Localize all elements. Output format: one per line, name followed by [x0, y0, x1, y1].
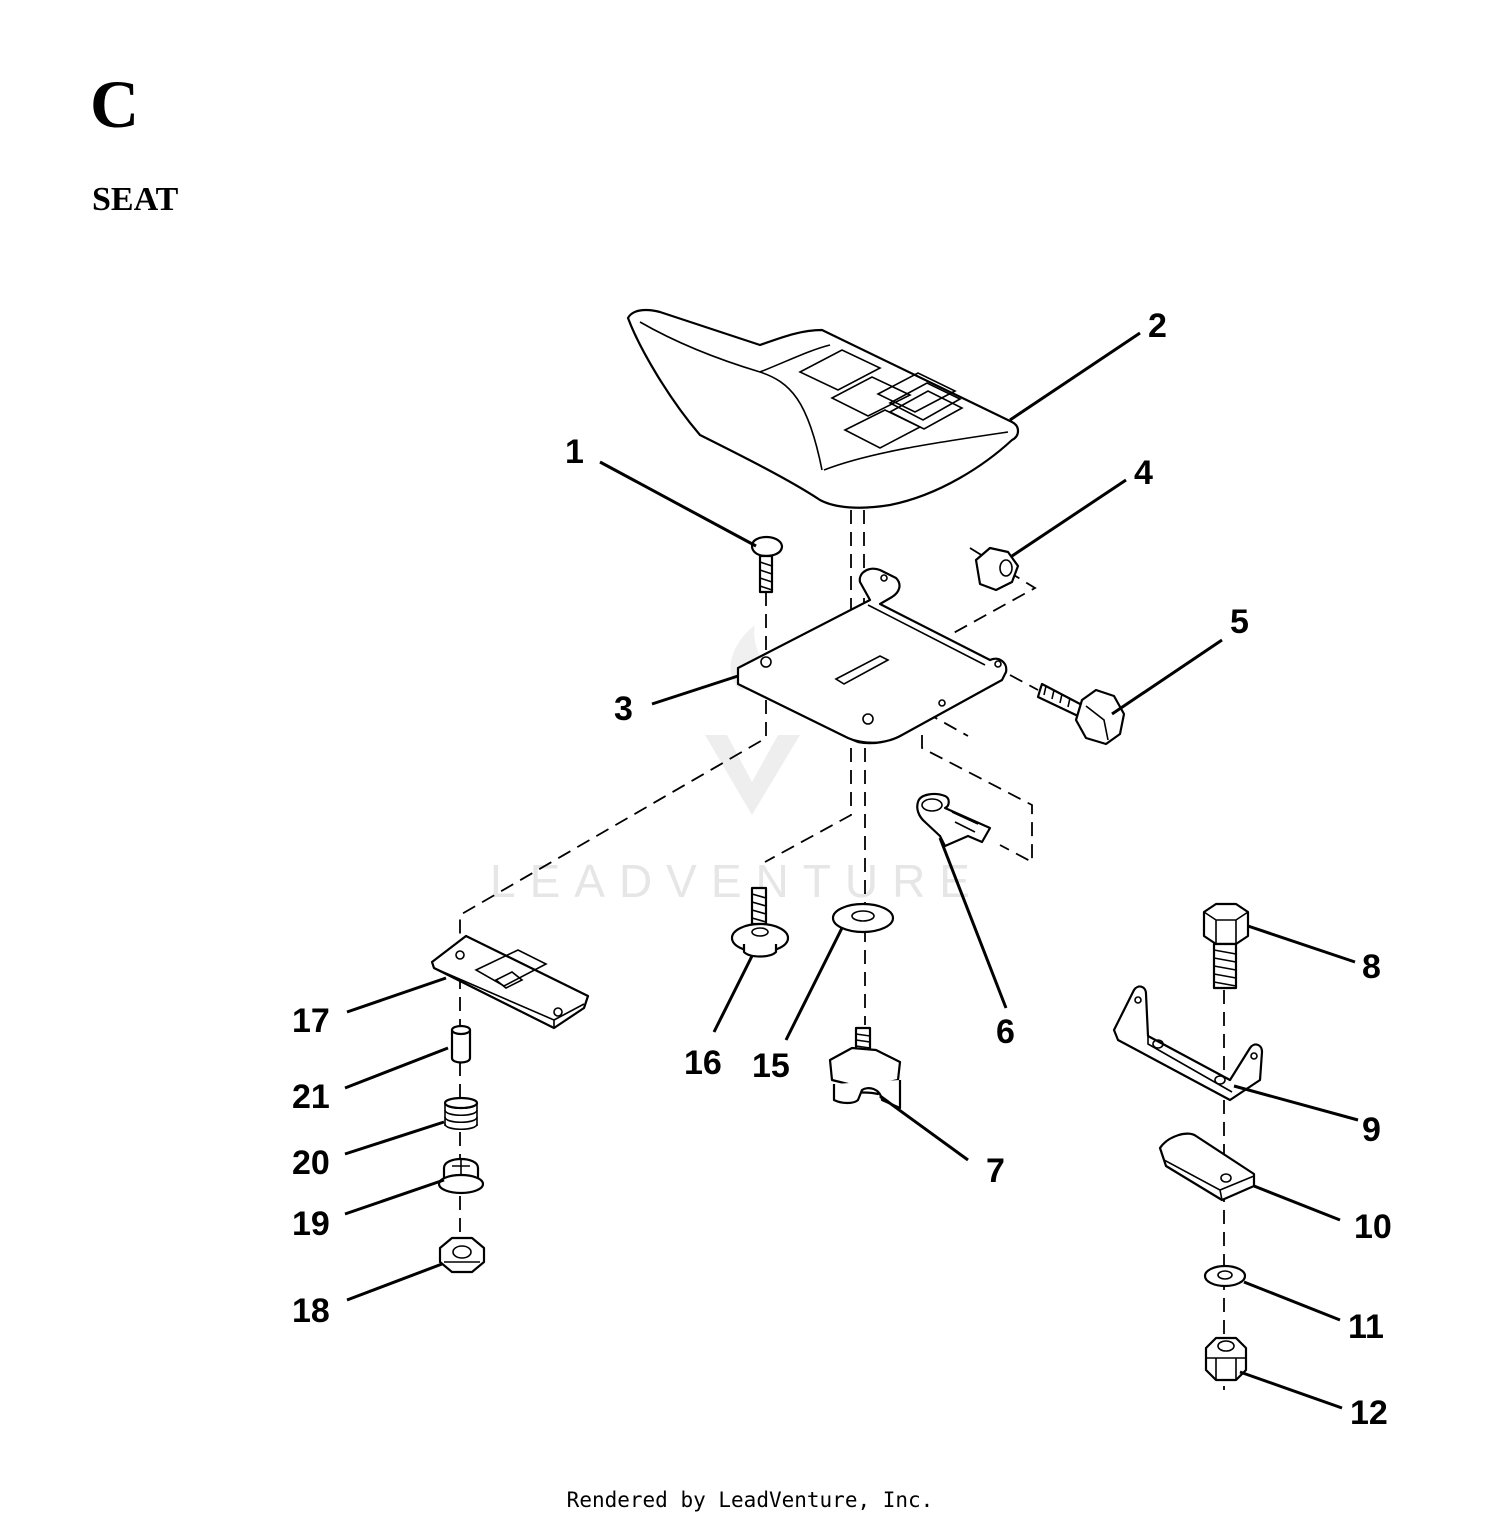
- callout-2: 2: [1148, 307, 1167, 345]
- flange-nut-part: [438, 1236, 486, 1274]
- washer-part: [831, 902, 895, 934]
- callout-3: 3: [614, 690, 633, 728]
- watermark-text: LEADVENTURE: [490, 855, 984, 907]
- callout-9: 9: [1362, 1111, 1381, 1149]
- latch-plate-part: [430, 934, 590, 1030]
- callout-7: 7: [986, 1152, 1005, 1190]
- seat-pan-part: [736, 567, 1008, 745]
- section-letter: C: [90, 66, 140, 142]
- leadventure-watermark: LEADVENTURE: [490, 625, 984, 907]
- nut-part: [974, 546, 1020, 592]
- seat-part: [626, 308, 1020, 509]
- callout-5: 5: [1230, 603, 1249, 641]
- seat-bracket-part: [1112, 985, 1264, 1102]
- shoulder-bolt-part: [730, 886, 790, 958]
- callout-labels: 1 2 3 4 5 6 7 8 9 10 11 12 16 15 17 21 2…: [292, 307, 1392, 1432]
- callout-15: 15: [752, 1047, 790, 1085]
- flange-bushing-part: [437, 1157, 485, 1195]
- spring-part: [443, 1096, 479, 1131]
- pin-part: [450, 1024, 472, 1064]
- callout-10: 10: [1354, 1208, 1392, 1246]
- leader-lines: [344, 331, 1359, 1410]
- carriage-bolt-part: [750, 535, 784, 594]
- callout-17: 17: [292, 1002, 330, 1040]
- spacer-plate-part: [1158, 1132, 1256, 1202]
- callout-20: 20: [292, 1144, 330, 1182]
- callout-19: 19: [292, 1205, 330, 1243]
- lock-nut-part: [1204, 1336, 1248, 1382]
- callout-4: 4: [1134, 454, 1153, 492]
- callout-11: 11: [1348, 1308, 1384, 1346]
- callout-12: 12: [1350, 1394, 1388, 1432]
- hex-bolt-8-part: [1202, 902, 1250, 990]
- footer-credit: Rendered by LeadVenture, Inc.: [566, 1488, 934, 1512]
- callout-18: 18: [292, 1292, 330, 1330]
- callout-21: 21: [292, 1078, 330, 1116]
- washer-11-part: [1203, 1264, 1247, 1288]
- callout-8: 8: [1362, 948, 1381, 986]
- knob-part: [828, 1026, 902, 1110]
- callout-6: 6: [996, 1013, 1015, 1051]
- hex-bolt-part: [1036, 682, 1126, 746]
- callout-16: 16: [684, 1044, 722, 1082]
- section-title: SEAT: [92, 181, 179, 218]
- callout-1: 1: [565, 433, 584, 471]
- cable-clip-part: [916, 792, 992, 848]
